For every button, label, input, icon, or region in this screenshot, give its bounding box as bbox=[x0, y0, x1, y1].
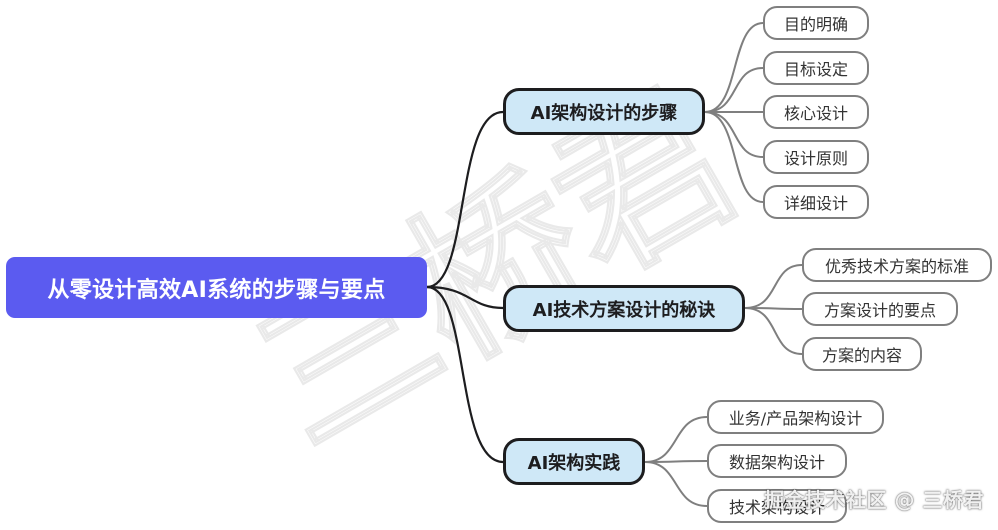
connector-b1-l1 bbox=[704, 22, 764, 113]
leaf-label: 核心设计 bbox=[783, 104, 848, 123]
root-node[interactable]: 从零设计高效AI系统的步骤与要点 bbox=[6, 257, 427, 318]
branch-label: AI架构实践 bbox=[527, 452, 621, 474]
leaf-node[interactable]: 技术架构设计 bbox=[707, 489, 847, 523]
leaf-node[interactable]: 方案设计的要点 bbox=[802, 292, 958, 326]
branch-ai-architecture-steps[interactable]: AI架构设计的步骤 bbox=[503, 88, 705, 135]
leaf-node[interactable]: 详细设计 bbox=[763, 185, 869, 219]
leaf-label: 优秀技术方案的标准 bbox=[824, 257, 969, 276]
leaf-node[interactable]: 目的明确 bbox=[763, 6, 869, 40]
leaf-label: 详细设计 bbox=[783, 194, 848, 213]
leaf-label: 业务/产品架构设计 bbox=[728, 409, 863, 428]
branch-label: AI技术方案设计的秘诀 bbox=[532, 299, 716, 321]
connector-b2-l6 bbox=[744, 264, 803, 309]
connector-b3-l11 bbox=[644, 461, 708, 507]
leaf-label: 设计原则 bbox=[783, 149, 848, 168]
connector-b1-l2 bbox=[704, 67, 764, 113]
connector-root-branch-2 bbox=[426, 285, 504, 310]
connector-b2-l8 bbox=[744, 307, 803, 355]
connector-b2-l7 bbox=[744, 307, 803, 310]
leaf-node[interactable]: 设计原则 bbox=[763, 140, 869, 174]
connector-b3-l10 bbox=[644, 460, 708, 463]
leaf-node[interactable]: 方案的内容 bbox=[802, 337, 922, 371]
root-node-label: 从零设计高效AI系统的步骤与要点 bbox=[47, 277, 386, 303]
connector-root-branch-3 bbox=[426, 285, 504, 464]
leaf-label: 目的明确 bbox=[783, 15, 848, 34]
leaf-node[interactable]: 优秀技术方案的标准 bbox=[802, 248, 992, 282]
footer-watermark: 掘金技术社区 @ 三桥君 bbox=[764, 488, 984, 512]
leaf-node[interactable]: 业务/产品架构设计 bbox=[707, 400, 884, 434]
connector-b1-l4 bbox=[704, 111, 764, 158]
branch-ai-technical-solution-secrets[interactable]: AI技术方案设计的秘诀 bbox=[503, 285, 745, 332]
leaf-node[interactable]: 目标设定 bbox=[763, 51, 869, 85]
leaf-label: 数据架构设计 bbox=[728, 453, 825, 472]
leaf-label: 目标设定 bbox=[783, 60, 848, 79]
connector-root-branch-1 bbox=[426, 110, 504, 289]
leaf-node[interactable]: 核心设计 bbox=[763, 95, 869, 129]
connector-b3-l9 bbox=[644, 416, 708, 463]
branch-label: AI架构设计的步骤 bbox=[530, 102, 678, 124]
branch-ai-architecture-practice[interactable]: AI架构实践 bbox=[503, 438, 645, 485]
connector-b1-l5 bbox=[704, 111, 764, 203]
leaf-label: 技术架构设计 bbox=[728, 498, 825, 517]
leaf-label: 方案设计的要点 bbox=[823, 301, 936, 320]
leaf-node[interactable]: 数据架构设计 bbox=[707, 444, 847, 478]
leaf-label: 方案的内容 bbox=[821, 346, 902, 365]
